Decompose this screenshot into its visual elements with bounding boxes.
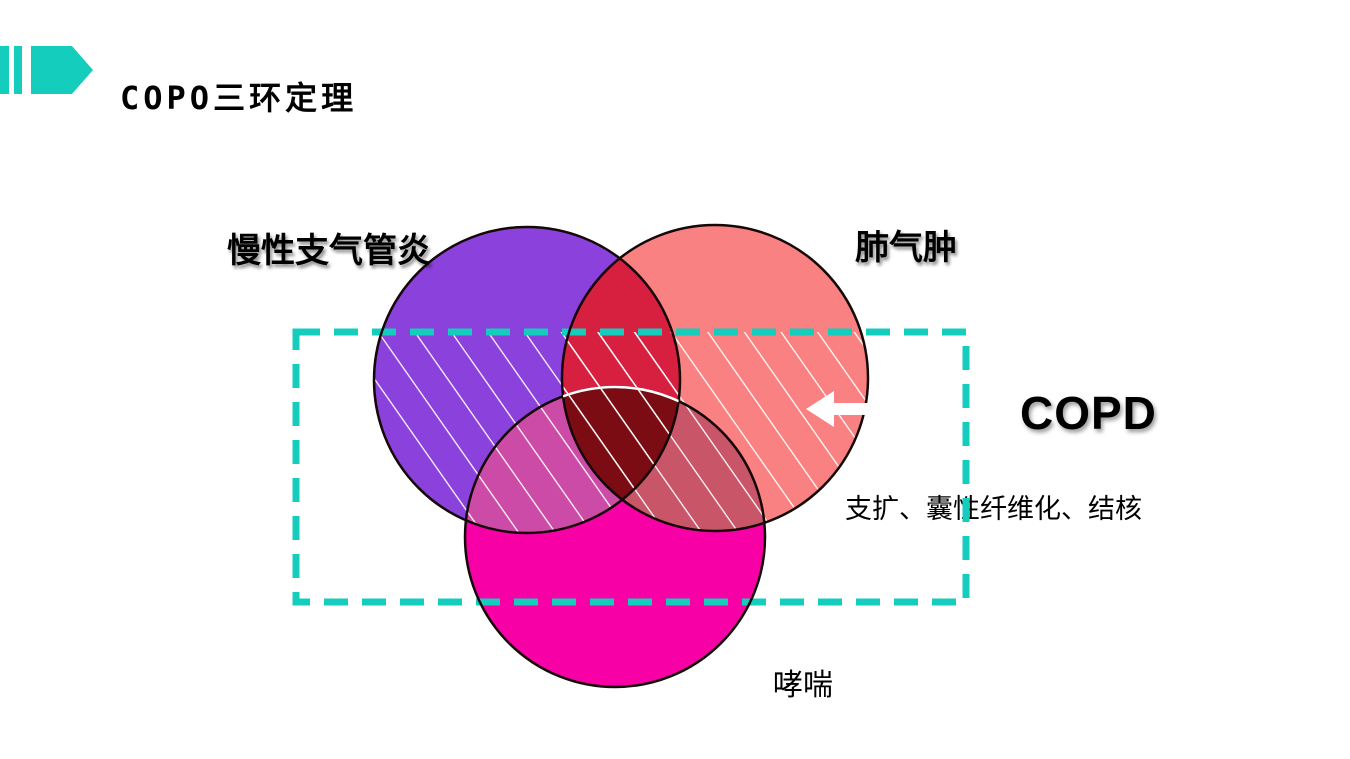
label-copd: COPD: [1020, 387, 1157, 439]
page-title: COPO三环定理: [120, 79, 358, 118]
exclusion-note: 支扩、囊性纤维化、结核: [845, 494, 1142, 524]
label-chronic-bronchitis: 慢性支气管炎: [227, 232, 431, 270]
left-arrow-icon: [806, 391, 880, 427]
accent-bar-icon: [14, 46, 22, 94]
center-white-arc: [562, 385, 680, 531]
right-circle-outline: [560, 223, 870, 533]
label-asthma: 哮喘: [773, 669, 833, 702]
left-circle-outline: [372, 225, 682, 535]
copd-dashed-box: [292, 328, 970, 606]
label-emphysema: 肺气肿: [855, 229, 957, 267]
accent-bar-icon: [0, 46, 9, 94]
